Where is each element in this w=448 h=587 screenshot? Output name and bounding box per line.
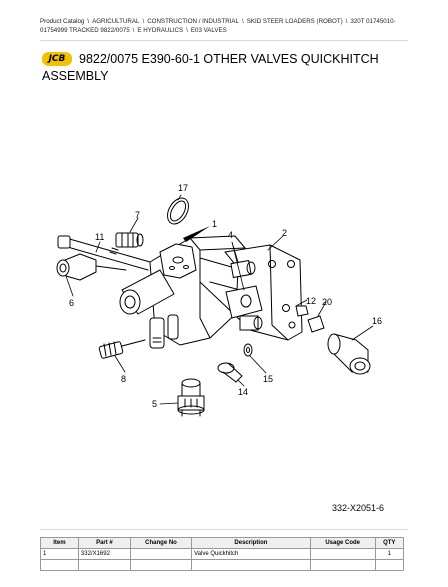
leader-lines — [65, 194, 374, 405]
header-divider — [40, 40, 408, 41]
elbow-fitting-part-16 — [327, 333, 371, 375]
illustration-code: 332-X2051-6 — [332, 503, 385, 513]
washer-part-15 — [243, 343, 253, 357]
cell-item: 1 — [40, 548, 79, 560]
callout-2: 2 — [282, 228, 287, 238]
parts-table: Item Part # Change No Description Usage … — [40, 537, 405, 571]
callout-6: 6 — [69, 298, 74, 308]
adapter-part-5 — [177, 378, 205, 417]
callout-8: 8 — [121, 374, 126, 384]
cell-change-no — [129, 548, 193, 560]
col-header-description: Description — [191, 537, 311, 549]
breadcrumb-e-hydraulics[interactable]: E HYDRAULICS — [137, 27, 184, 34]
valve-body-part-1 — [119, 235, 246, 349]
callout-11: 11 — [95, 232, 104, 242]
connector-part-8 — [98, 339, 146, 359]
breadcrumb-construction-industrial[interactable]: CONSTRUCTION / INDUSTRIAL — [147, 18, 239, 25]
col-header-qty: QTY — [374, 537, 405, 549]
callout-5: 5 — [152, 399, 157, 409]
cell-usage-code — [309, 548, 376, 560]
cell-empty — [374, 559, 405, 571]
breadcrumb-separator: \ — [142, 18, 145, 25]
callout-14: 14 — [238, 387, 248, 397]
callout-1: 1 — [212, 219, 217, 229]
cell-description: Valve Quickhitch — [191, 548, 311, 560]
breadcrumb-separator: \ — [186, 27, 188, 34]
fitting-part-4-lower — [225, 285, 263, 331]
cell-empty — [77, 559, 131, 571]
breadcrumb-separator: \ — [132, 27, 135, 34]
elbow-fitting-part-6 — [56, 253, 127, 281]
col-header-part-number: Part # — [77, 537, 131, 549]
cell-part-number: 332/X1692 — [77, 548, 131, 560]
fitting-part-20 — [307, 315, 325, 333]
breadcrumb-separator: \ — [241, 18, 244, 25]
cell-empty — [129, 559, 193, 571]
callout-12: 12 — [306, 296, 316, 306]
parts-table-header: Item Part # Change No Description Usage … — [40, 537, 405, 549]
o-ring-part-17 — [167, 197, 189, 225]
breadcrumb-320t-tracked[interactable]: 320T 01745010-01754999 TRACKED 9822/0075 — [40, 18, 396, 34]
table-row-empty — [40, 559, 405, 571]
callout-4: 4 — [228, 230, 233, 240]
page-title: 9822/0075 E390-60-1 OTHER VALVES QUICKHI… — [79, 52, 379, 66]
breadcrumb-skid-steer-loaders[interactable]: SKID STEER LOADERS (ROBOT) — [246, 18, 343, 25]
fitting-part-12 — [295, 305, 309, 317]
breadcrumb-agricultural[interactable]: AGRICULTURAL — [92, 18, 140, 25]
breadcrumb-separator: \ — [345, 18, 348, 25]
page-title-line2: ASSEMBLY — [42, 69, 109, 83]
jcb-logo: JCB — [42, 52, 72, 66]
cell-empty — [191, 559, 311, 571]
callout-20: 20 — [322, 297, 332, 307]
table-row[interactable]: 1 332/X1692 Valve Quickhitch 1 — [40, 548, 405, 560]
table-divider — [40, 529, 408, 530]
breadcrumb: Product Catalog\AGRICULTURAL\CONSTRUCTIO… — [40, 17, 410, 35]
breadcrumb-e03-valves[interactable]: E03 VALVES — [190, 27, 227, 34]
cell-qty: 1 — [374, 548, 405, 560]
callout-17: 17 — [178, 183, 188, 193]
callout-7: 7 — [135, 210, 140, 220]
cell-empty — [40, 559, 79, 571]
fitting-part-4-upper — [230, 260, 256, 278]
breadcrumb-product-catalog[interactable]: Product Catalog — [40, 18, 85, 25]
cell-empty — [309, 559, 376, 571]
col-header-usage-code: Usage Code — [309, 537, 376, 549]
col-header-change-no: Change No — [129, 537, 193, 549]
callout-16: 16 — [372, 316, 382, 326]
logo-text: JCB — [48, 54, 66, 64]
bolt-part-14 — [217, 362, 243, 383]
callout-pointer-1 — [183, 226, 210, 242]
callout-15: 15 — [263, 374, 273, 384]
fitting-part-7 — [115, 232, 144, 248]
col-header-item: Item — [40, 537, 79, 549]
breadcrumb-separator: \ — [87, 18, 90, 25]
tube-part-11 — [57, 235, 151, 271]
